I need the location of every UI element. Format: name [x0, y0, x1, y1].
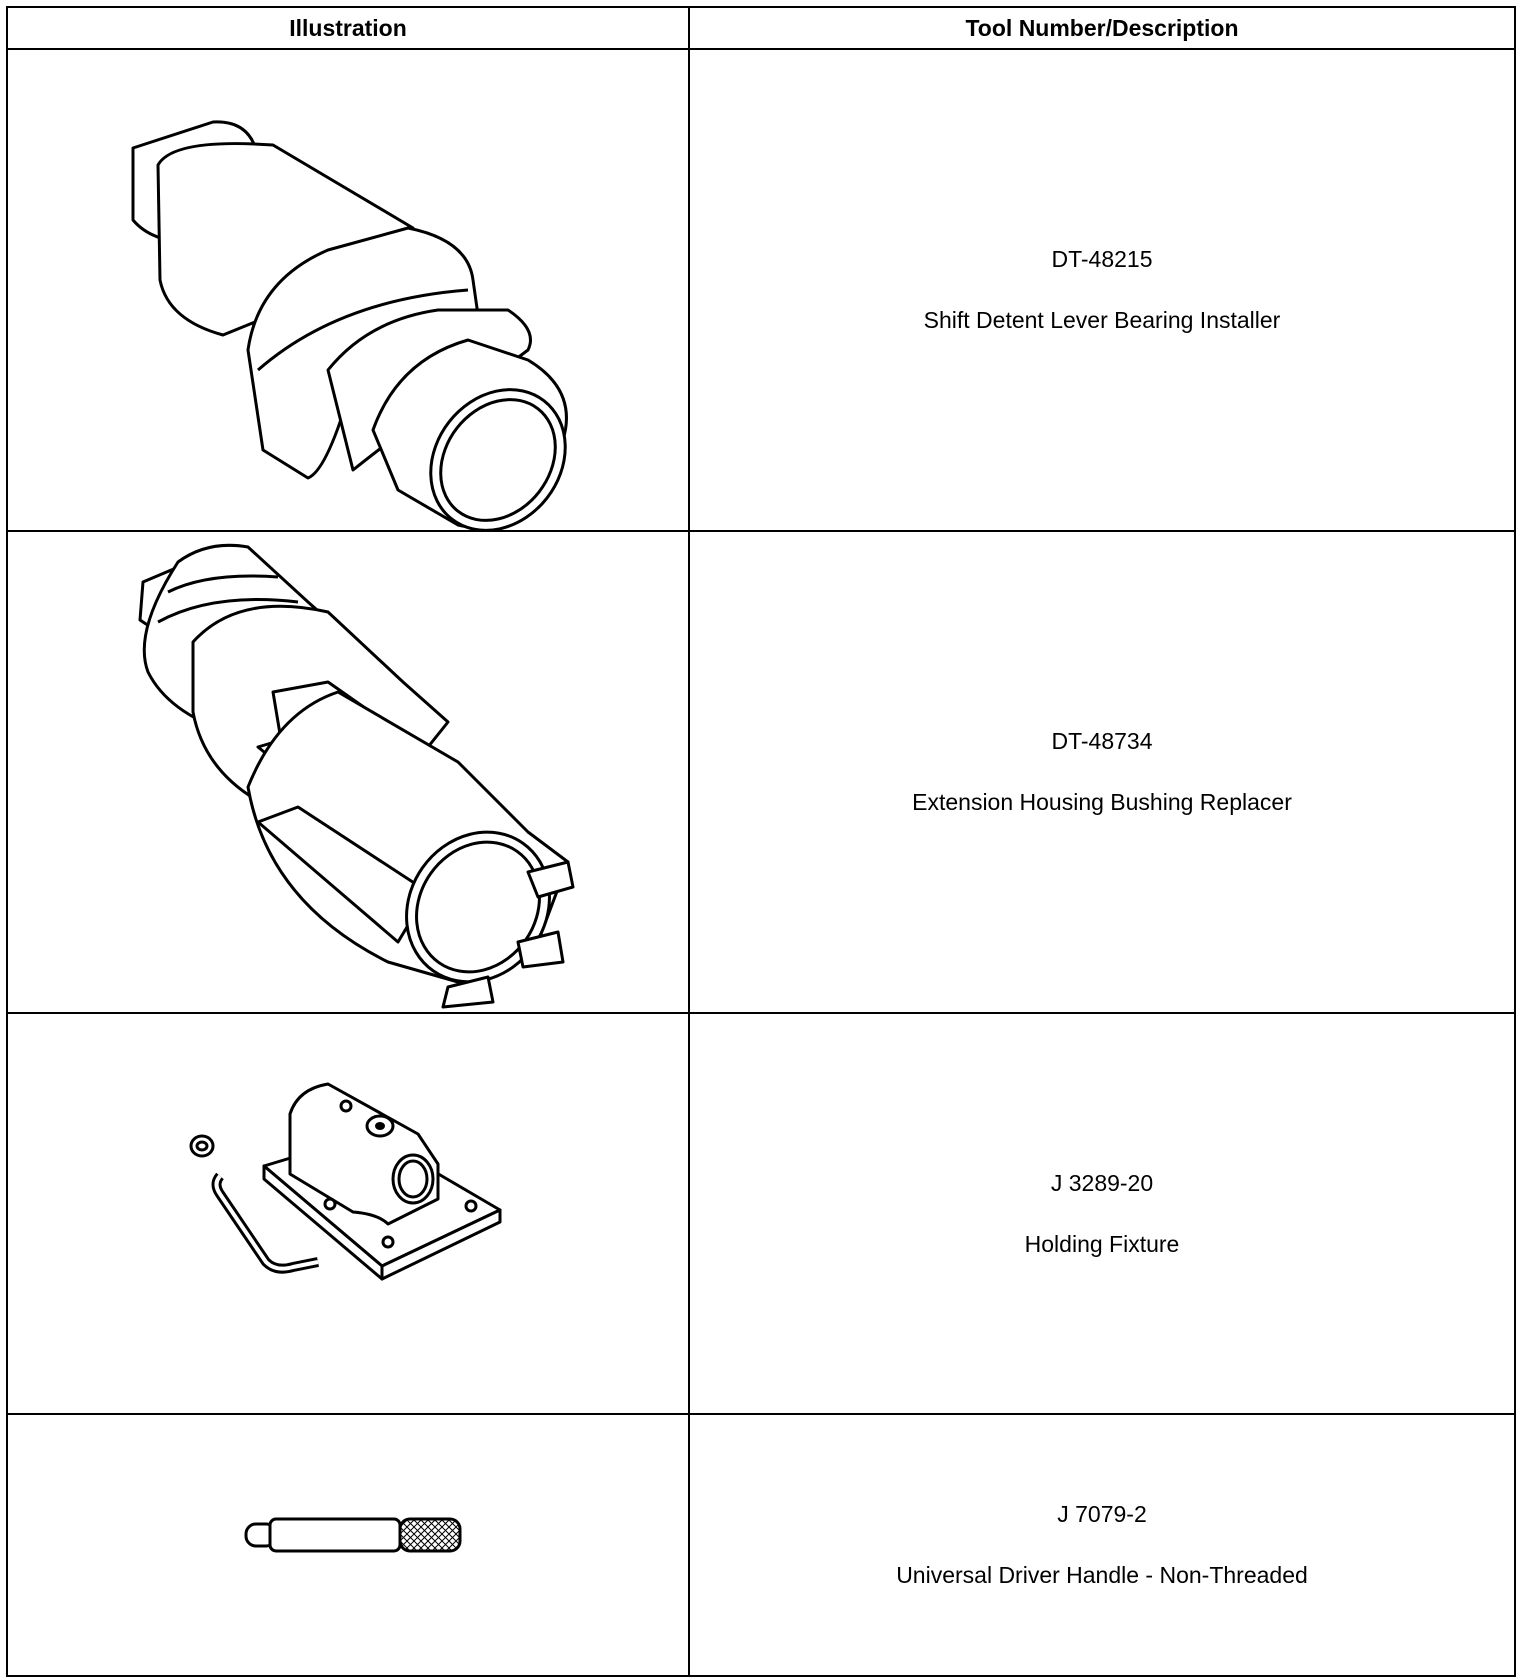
- table-row: J 3289-20 Holding Fixture: [6, 1012, 1516, 1415]
- bushing-replacer-icon: [138, 543, 575, 1009]
- table-row: DT-48215 Shift Detent Lever Bearing Inst…: [6, 48, 1516, 532]
- tool-description-cell: DT-48215 Shift Detent Lever Bearing Inst…: [688, 48, 1516, 532]
- holding-fixture-icon: [189, 1082, 502, 1281]
- tool-number: J 7079-2: [1057, 1501, 1147, 1527]
- special-tools-table: Illustration Tool Number/Description DT-…: [6, 6, 1516, 1677]
- illustration-cell: [6, 530, 690, 1014]
- tool-description: Extension Housing Bushing Replacer: [912, 789, 1292, 815]
- driver-handle-icon: [244, 1517, 462, 1553]
- illustration-cell: [6, 48, 690, 532]
- illustration-cell: [6, 1012, 690, 1415]
- tool-description: Shift Detent Lever Bearing Installer: [923, 307, 1281, 333]
- tool-description-cell: DT-48734 Extension Housing Bushing Repla…: [688, 530, 1516, 1014]
- tool-description-cell: J 7079-2 Universal Driver Handle - Non-T…: [688, 1413, 1516, 1677]
- illustration-cell: [6, 1413, 690, 1677]
- table-row: J 7079-2 Universal Driver Handle - Non-T…: [6, 1413, 1516, 1677]
- tool-description: Universal Driver Handle - Non-Threaded: [896, 1562, 1308, 1588]
- table-row: DT-48734 Extension Housing Bushing Repla…: [6, 530, 1516, 1014]
- tool-number: DT-48215: [1051, 246, 1153, 272]
- header-row: Illustration Tool Number/Description: [6, 6, 1516, 50]
- header-tool-description: Tool Number/Description: [688, 6, 1516, 50]
- tool-description: Holding Fixture: [1024, 1230, 1180, 1257]
- tool-number: J 3289-20: [1050, 1169, 1154, 1196]
- tool-description-cell: J 3289-20 Holding Fixture: [688, 1012, 1516, 1415]
- bearing-installer-icon: [131, 120, 568, 530]
- header-illustration: Illustration: [6, 6, 690, 50]
- tool-number: DT-48734: [1051, 728, 1153, 754]
